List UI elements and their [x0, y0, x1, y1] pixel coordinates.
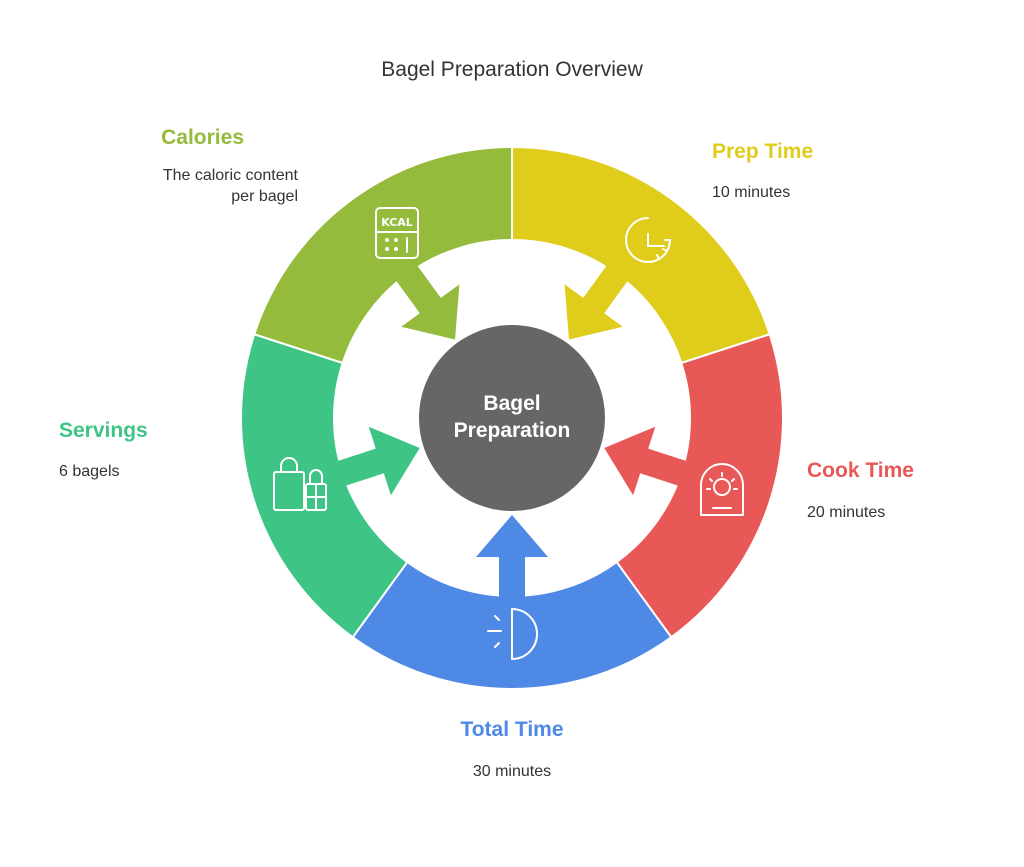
arrow-servings [306, 426, 420, 496]
center-label-line2: Preparation [454, 419, 571, 442]
center-label-line1: Bagel [483, 392, 540, 415]
servings-title: Servings [59, 419, 148, 442]
calories-desc-line1: The caloric content [163, 167, 299, 184]
prep-time-desc: 10 minutes [712, 184, 790, 201]
clock-icon [625, 217, 671, 263]
total-time-title: Total Time [460, 718, 563, 741]
calories-title: Calories [161, 126, 244, 149]
arrow-total-time [476, 515, 548, 630]
prep-time-title: Prep Time [712, 140, 813, 163]
arrows [306, 238, 718, 630]
oven-timer-icon [700, 463, 744, 516]
arrow-prep-time [564, 238, 648, 340]
half-moon-icon [487, 608, 538, 660]
arrow-cook-time [604, 426, 718, 496]
kcal-icon-label: KCAL [381, 216, 413, 229]
total-time-desc: 30 minutes [473, 763, 551, 780]
cook-time-title: Cook Time [807, 459, 914, 482]
center-circle [419, 325, 605, 511]
servings-desc: 6 bagels [59, 463, 120, 480]
diagram-title: Bagel Preparation Overview [381, 58, 643, 81]
arrow-calories [376, 238, 460, 340]
cook-time-desc: 20 minutes [807, 504, 885, 521]
kcal-calculator-icon: KCAL [375, 207, 419, 259]
shopping-bags-icon [273, 457, 327, 511]
calories-desc-line2: per bagel [231, 188, 298, 205]
